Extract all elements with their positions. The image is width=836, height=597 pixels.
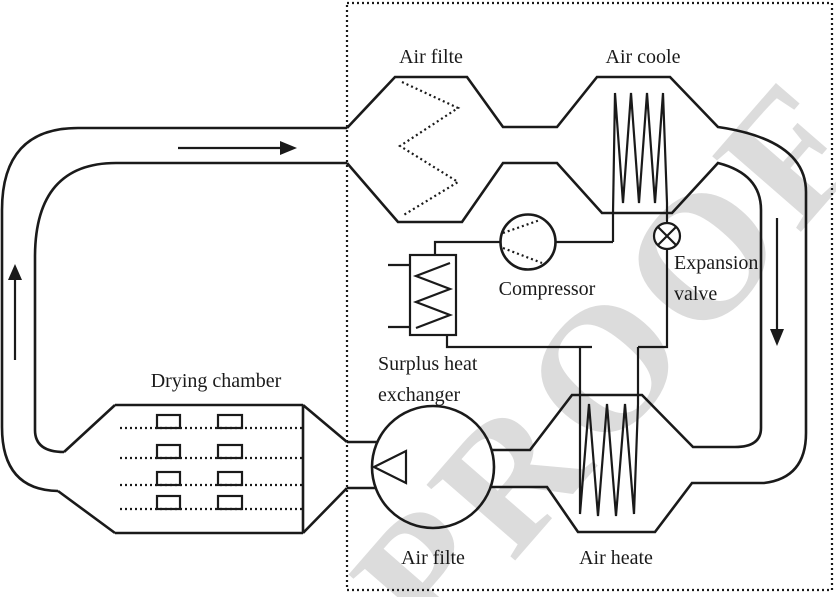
surplus-heat-exchanger-symbol — [388, 253, 458, 337]
duct-outer-left-top — [0, 126, 347, 493]
product-trays — [155, 413, 244, 511]
fan-inlet-duct — [347, 440, 377, 490]
flow-arrows — [8, 141, 784, 360]
air-heater-coil — [578, 347, 640, 517]
air-heater-label: Air heate — [579, 547, 653, 569]
surplus-heat-exchanger-label-line1: Surplus heat — [378, 353, 478, 375]
duct-wall-upper-chain — [346, 75, 808, 534]
surplus-heat-exchanger-label: Surplus heat exchanger — [378, 349, 477, 411]
refrigerant-pipes — [433, 240, 669, 349]
expansion-valve-label-line1: Expansion — [674, 252, 759, 274]
expansion-valve-label: Expansion valve — [674, 248, 758, 310]
air-filter-bottom-label: Air filte — [401, 547, 465, 569]
tray-shelf-lines — [120, 426, 303, 511]
arrow-down-icon — [770, 218, 784, 346]
duct-inner-left-top — [33, 161, 347, 454]
fan-symbol — [370, 404, 496, 530]
system-boundary-dashed-box — [345, 1, 834, 592]
air-duct-loop — [0, 75, 808, 534]
surplus-heat-exchanger-label-line2: exchanger — [378, 384, 461, 406]
arrow-up-icon — [8, 264, 22, 360]
drying-chamber-outline — [57, 403, 348, 535]
compressor-label: Compressor — [498, 278, 596, 300]
air-filter-top-label: Air filte — [399, 46, 463, 68]
duct-wall-lower-chain — [346, 161, 763, 452]
air-cooler-coil — [611, 92, 669, 242]
air-cooler-label: Air coole — [605, 46, 681, 68]
air-filter-top-symbol — [397, 81, 461, 217]
expansion-valve-label-line2: valve — [674, 283, 718, 305]
drying-chamber-label: Drying chamber — [150, 370, 282, 392]
arrow-right-icon — [178, 141, 297, 155]
compressor-symbol — [499, 213, 557, 271]
expansion-valve-symbol — [652, 221, 682, 251]
drying-chamber-unit — [57, 403, 348, 535]
